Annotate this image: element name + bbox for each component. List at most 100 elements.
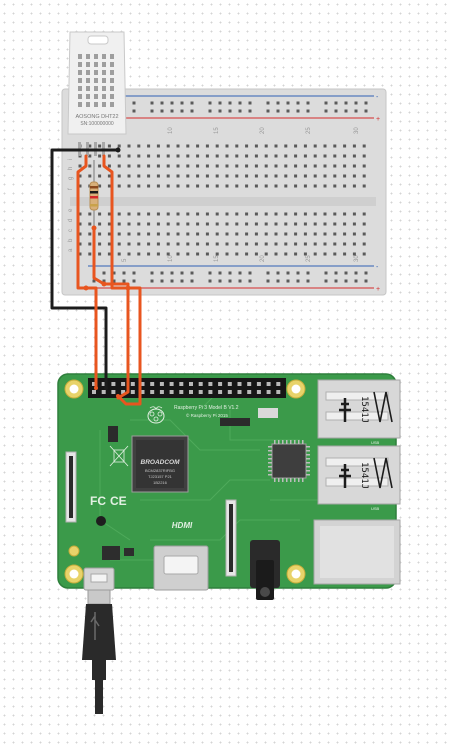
rail-hole <box>102 271 106 275</box>
breadboard-hole <box>264 154 268 158</box>
breadboard-hole <box>323 232 327 236</box>
gpio-pin <box>101 382 106 386</box>
breadboard-hole <box>166 222 170 226</box>
breadboard-hole <box>313 144 317 148</box>
breadboard-hole <box>245 184 249 188</box>
rail-hole <box>170 271 174 275</box>
breadboard-hole <box>245 252 249 256</box>
chip-leg <box>268 462 272 464</box>
rail-hole <box>248 109 252 113</box>
chip-leg <box>268 446 272 448</box>
rail-hole <box>122 271 126 275</box>
row-letter-g: g <box>68 177 74 180</box>
gpio-pin <box>111 382 116 386</box>
breadboard-hole <box>294 144 298 148</box>
sensor-vent <box>94 62 98 67</box>
rail-hole <box>170 279 174 283</box>
gpio-pin <box>92 390 96 394</box>
sensor-vent <box>110 86 114 91</box>
test-pad <box>68 545 80 557</box>
chip-leg <box>306 446 310 448</box>
mount-hole-bottom-left-center <box>69 569 79 579</box>
breadboard-hole <box>215 144 219 148</box>
breadboard-hole <box>137 232 141 236</box>
breadboard-hole <box>352 144 356 148</box>
breadboard-hole <box>235 212 239 216</box>
breadboard-hole <box>323 212 327 216</box>
breadboard-hole <box>205 154 209 158</box>
breadboard-hole <box>294 154 298 158</box>
gpio-pin <box>121 390 126 394</box>
rail-plus-bottom: + <box>376 286 380 293</box>
breadboard-hole <box>235 252 239 256</box>
breadboard-hole <box>117 144 121 148</box>
rail-hole <box>132 279 136 283</box>
ce-mark: CE <box>110 494 127 508</box>
breadboard-hole <box>117 174 121 178</box>
sensor-vent <box>102 102 106 107</box>
breadboard-hole <box>225 242 229 246</box>
gpio-pin <box>179 382 184 386</box>
breadboard-hole <box>323 174 327 178</box>
wire-end-3 <box>125 285 131 291</box>
breadboard-hole <box>245 242 249 246</box>
breadboard-hole <box>137 174 141 178</box>
breadboard-hole <box>333 174 337 178</box>
breadboard-hole <box>284 212 288 216</box>
breadboard-hole <box>78 232 82 236</box>
breadboard-hole <box>147 242 151 246</box>
breadboard-hole <box>235 232 239 236</box>
rail-hole <box>296 279 300 283</box>
breadboard-hole <box>254 154 258 158</box>
usb-port-2-slot-a <box>325 457 389 467</box>
sensor-vent <box>78 70 82 75</box>
status-led <box>96 516 106 526</box>
breadboard-hole <box>343 174 347 178</box>
breadboard-hole <box>284 164 288 168</box>
breadboard-hole <box>137 252 141 256</box>
gpio-pin <box>208 382 213 386</box>
rail-hole <box>112 279 116 283</box>
rail-hole <box>306 101 310 105</box>
breadboard-hole <box>303 252 307 256</box>
breadboard-hole <box>156 232 160 236</box>
breadboard-hole <box>294 184 298 188</box>
display-connector-slot <box>69 456 73 518</box>
breadboard-hole <box>333 232 337 236</box>
gpio-pin <box>198 390 203 394</box>
rail-hole <box>364 271 368 275</box>
breadboard-hole <box>88 164 92 168</box>
sensor-vent <box>102 54 106 59</box>
breadboard-hole <box>156 212 160 216</box>
wire-end-1 <box>83 285 89 291</box>
rail-hole <box>238 279 242 283</box>
breadboard-hole <box>166 242 170 246</box>
breadboard-hole <box>176 164 180 168</box>
breadboard-hole <box>147 232 151 236</box>
gpio-pin <box>218 390 223 394</box>
gpio-pin <box>101 390 106 394</box>
sensor-vent <box>94 94 98 99</box>
soc-brand: BROADCOM <box>141 459 181 466</box>
wire-power-orange <box>76 154 98 390</box>
breadboard-hole <box>186 222 190 226</box>
rail-hole <box>160 279 164 283</box>
breadboard-hole <box>127 164 131 168</box>
breadboard-hole <box>98 174 102 178</box>
rail-hole <box>334 271 338 275</box>
breadboard-hole <box>245 232 249 236</box>
rail-minus-top: - <box>376 94 379 101</box>
breadboard-hole <box>352 212 356 216</box>
rail-hole <box>132 271 136 275</box>
chip-leg <box>298 478 300 482</box>
rail-hole <box>344 271 348 275</box>
rail-hole <box>190 109 194 113</box>
breadboard-hole <box>352 232 356 236</box>
sensor-vent <box>102 70 106 75</box>
breadboard-hole <box>235 242 239 246</box>
breadboard-hole <box>333 154 337 158</box>
breadboard-hole <box>274 174 278 178</box>
breadboard-hole <box>284 174 288 178</box>
breadboard-hole <box>78 164 82 168</box>
chip-leg <box>302 478 304 482</box>
